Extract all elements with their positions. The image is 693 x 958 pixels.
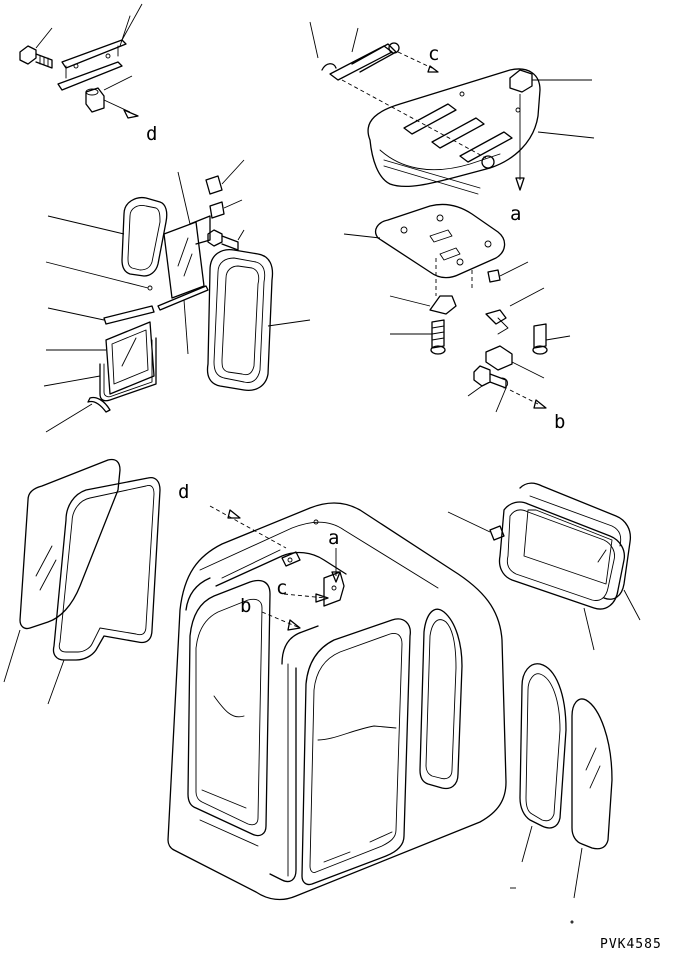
- callout-d-upper: d: [146, 123, 157, 145]
- callout-a-lower: a: [328, 527, 339, 549]
- callout-a-upper: a: [510, 203, 521, 225]
- left-window-parts: [43, 159, 311, 433]
- cab-frame: [167, 502, 507, 901]
- base-plate-assembly: [343, 203, 571, 413]
- rear-window-assembly: [447, 482, 641, 651]
- callout-b-upper: b: [554, 411, 565, 433]
- callout-d-lower: d: [178, 481, 189, 503]
- drawing-code: PVK4585: [600, 937, 662, 952]
- side-window-assembly: [510, 663, 613, 924]
- roof-cover-assembly: [309, 21, 595, 195]
- door-glass-assembly: [3, 458, 161, 705]
- bracket-assembly-top-left: [19, 3, 143, 119]
- callout-c-lower: c: [276, 577, 287, 599]
- callout-b-lower: b: [240, 595, 251, 617]
- callout-c-upper: c: [428, 43, 439, 65]
